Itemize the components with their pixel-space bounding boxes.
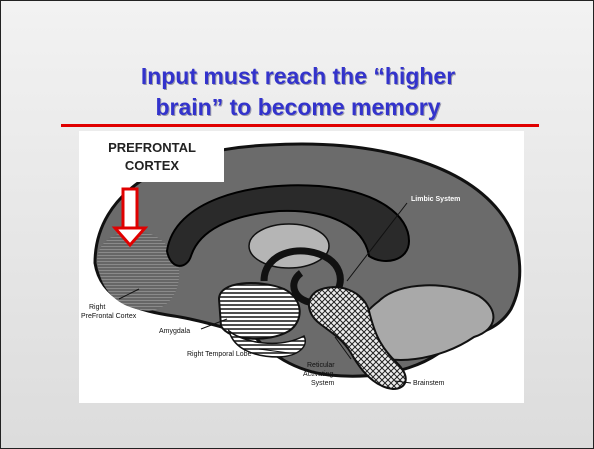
label-system: System xyxy=(311,380,335,387)
title-underline xyxy=(61,124,539,127)
title-line-1: Input must reach the “higher xyxy=(1,61,594,92)
label-amygdala: Amygdala xyxy=(159,328,190,335)
amygdala-region xyxy=(219,283,300,339)
slide-title: Input must reach the “higher brain” to b… xyxy=(1,61,594,123)
label-prefrontal-cortex: PreFrontal Cortex xyxy=(81,313,137,320)
label-right: Right xyxy=(89,304,105,311)
label-limbic-system: Limbic System xyxy=(411,196,460,203)
callout-line-2: CORTEX xyxy=(80,157,224,175)
label-brainstem: Brainstem xyxy=(413,380,445,387)
callout-line-1: PREFRONTAL xyxy=(80,139,224,157)
thalamus-region xyxy=(249,224,329,268)
title-line-2: brain” to become memory xyxy=(1,92,594,123)
label-right-temporal-lobe: Right Temporal Lobe xyxy=(187,351,252,358)
prefrontal-callout: PREFRONTAL CORTEX xyxy=(80,132,224,182)
label-activating: Activating xyxy=(303,371,333,378)
label-reticular: Reticular xyxy=(307,362,335,369)
